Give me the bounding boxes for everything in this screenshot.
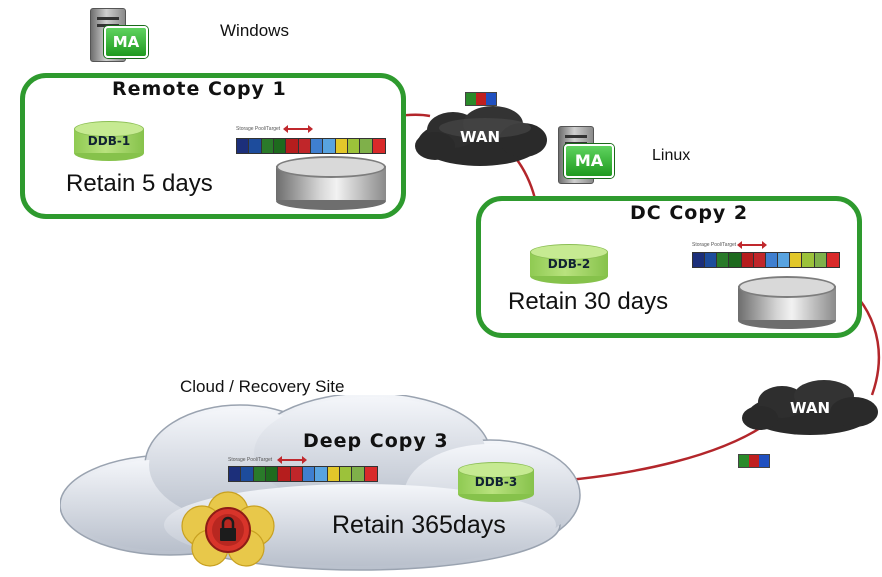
storage-pool-caption: Storage Pool/Target xyxy=(236,126,281,132)
wan-2-label: WAN xyxy=(789,399,831,417)
storage-block xyxy=(261,139,274,153)
packet-block xyxy=(749,455,759,467)
remote-copy-1-retention: Retain 5 days xyxy=(66,170,213,197)
ddb-1-icon: DDB-1 xyxy=(74,121,144,161)
storage-block xyxy=(790,253,803,267)
dedupe-range-arrow xyxy=(283,125,313,133)
wan-1-label: WAN xyxy=(459,128,501,146)
wan-cloud-2: WAN xyxy=(738,378,882,440)
packet-block xyxy=(466,93,476,105)
ma-badge: MA xyxy=(564,144,614,178)
storage-block xyxy=(352,467,365,481)
ddb-2-label: DDB-2 xyxy=(547,257,591,271)
packet-block xyxy=(739,455,749,467)
linux-os-label: Linux xyxy=(652,147,691,164)
data-packet-icon xyxy=(465,92,497,106)
ddb-2-icon: DDB-2 xyxy=(530,244,608,284)
storage-pool-caption: Storage Pool/Target xyxy=(228,457,273,463)
packet-block xyxy=(759,455,769,467)
packet-block xyxy=(486,93,496,105)
storage-block xyxy=(814,253,827,267)
wan-cloud-icon xyxy=(742,380,878,435)
storage-block xyxy=(265,467,279,481)
remote-copy-1-storage-strip: Storage Pool/Target xyxy=(236,122,386,154)
storage-block xyxy=(339,467,353,481)
deep-copy-3-title: Deep Copy 3 xyxy=(303,430,449,452)
data-packet-icon xyxy=(738,454,770,468)
storage-block xyxy=(826,253,839,267)
storage-block xyxy=(802,253,815,267)
storage-block xyxy=(705,253,718,267)
ddb-3-icon: DDB-3 xyxy=(458,462,534,502)
wan-cloud-1: WAN xyxy=(405,104,555,172)
storage-block xyxy=(778,253,791,267)
arrow-wan-to-ddb3 xyxy=(540,423,766,492)
windows-os-label: Windows xyxy=(220,21,289,40)
storage-blocks xyxy=(236,138,386,154)
storage-block xyxy=(335,139,348,153)
storage-block xyxy=(241,467,254,481)
packet-block xyxy=(476,93,486,105)
deep-copy-3-storage-strip: Storage Pool/Target xyxy=(228,452,378,482)
lock-icon xyxy=(181,491,275,567)
storage-block xyxy=(249,139,262,153)
storage-pool-caption: Storage Pool/Target xyxy=(692,242,737,248)
storage-block xyxy=(347,139,361,153)
storage-block xyxy=(729,253,742,267)
remote-copy-1-title: Remote Copy 1 xyxy=(112,78,287,100)
dedupe-range-arrow xyxy=(277,456,307,464)
wan-cloud-icon xyxy=(415,106,547,166)
deep-copy-3-retention: Retain 365days xyxy=(332,511,506,539)
storage-block xyxy=(323,139,336,153)
dedupe-range-arrow xyxy=(737,241,767,249)
storage-block xyxy=(372,139,385,153)
dc-copy-2-storage-strip: Storage Pool/Target xyxy=(692,236,842,268)
storage-block xyxy=(741,253,754,267)
storage-block xyxy=(286,139,299,153)
storage-block xyxy=(765,253,779,267)
storage-blocks xyxy=(228,466,378,482)
storage-blocks xyxy=(692,252,840,268)
storage-block xyxy=(253,467,266,481)
storage-block xyxy=(290,467,303,481)
ddb-1-label: DDB-1 xyxy=(87,134,131,148)
linux-media-agent: MA xyxy=(548,126,628,188)
windows-media-agent: MA xyxy=(82,8,162,66)
storage-block xyxy=(315,467,328,481)
dc-copy-2-retention: Retain 30 days xyxy=(508,288,669,315)
storage-block xyxy=(278,467,291,481)
storage-block xyxy=(310,139,324,153)
cloud-site-label: Cloud / Recovery Site xyxy=(180,377,345,396)
dc-copy-2-title: DC Copy 2 xyxy=(630,202,749,224)
ma-badge: MA xyxy=(104,26,148,58)
storage-block xyxy=(364,467,377,481)
ddb-3-label: DDB-3 xyxy=(474,475,518,489)
storage-block xyxy=(753,253,766,267)
storage-block xyxy=(693,253,706,267)
storage-block xyxy=(360,139,373,153)
storage-block xyxy=(327,467,340,481)
remote-copy-1-disk-icon xyxy=(276,156,386,211)
dc-copy-2-disk-icon xyxy=(738,276,836,330)
storage-block xyxy=(229,467,242,481)
storage-block xyxy=(717,253,730,267)
storage-block xyxy=(273,139,287,153)
storage-block xyxy=(302,467,316,481)
storage-block xyxy=(298,139,311,153)
storage-block xyxy=(237,139,250,153)
